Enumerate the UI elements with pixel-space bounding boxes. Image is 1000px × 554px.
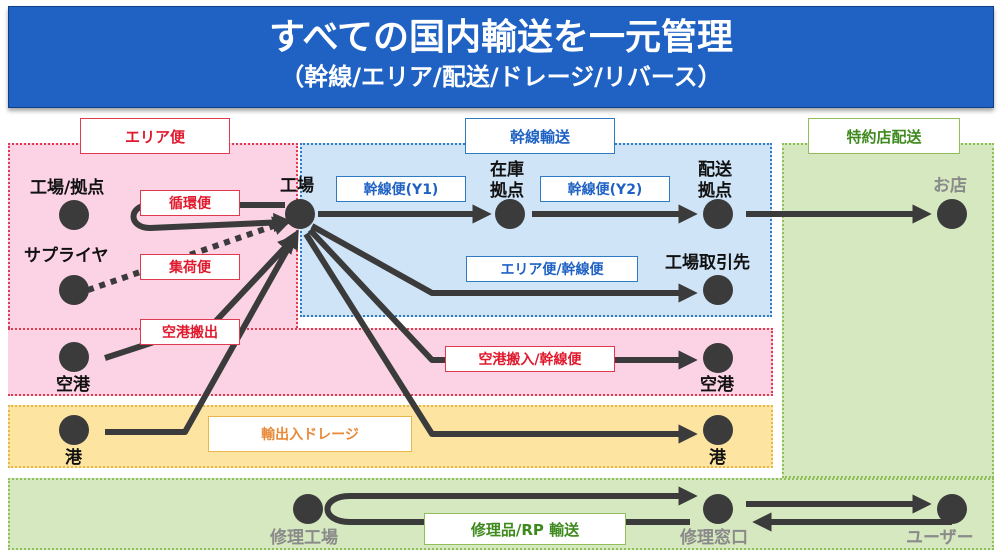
trunk-region-label: 幹線輸送 xyxy=(465,118,615,154)
edge-label-kuko-hannyu: 空港搬入/幹線便 xyxy=(445,346,615,372)
page-title: すべての国内輸送を一元管理 xyxy=(268,17,734,58)
node-repair-window xyxy=(703,494,733,524)
node-repair-factory xyxy=(293,494,323,524)
node-port-right xyxy=(703,415,733,445)
arrow-partner xyxy=(310,223,698,303)
special-region-label: 特約店配送 xyxy=(808,118,960,154)
repair-label: 修理品/RP 輸送 xyxy=(424,513,626,545)
node-port-left xyxy=(59,415,89,445)
label-shop: お店 xyxy=(933,176,967,196)
edge-label-junkan: 循環便 xyxy=(140,190,240,216)
arrow-port-in xyxy=(105,229,299,435)
drayage-label: 輸出入ドレージ xyxy=(208,416,412,452)
label-repair-factory: 修理工場 xyxy=(270,528,338,548)
node-stock xyxy=(495,199,525,229)
node-user xyxy=(937,494,967,524)
edge-label-area-trunk: エリア便/幹線便 xyxy=(466,256,638,282)
area-region-label: エリア便 xyxy=(80,118,230,154)
label-delivery-2: 拠点 xyxy=(698,181,732,201)
label-repair-window: 修理窓口 xyxy=(680,528,748,548)
arrow-repair xyxy=(324,486,698,525)
node-partner xyxy=(703,275,733,305)
node-factory-base xyxy=(59,200,89,230)
label-supplier: サプライヤ xyxy=(24,246,109,266)
edge-label-kuko-hanshutsu: 空港搬出 xyxy=(140,319,240,345)
label-user: ユーザー xyxy=(906,528,974,548)
label-port-left: 港 xyxy=(65,448,82,468)
label-factory-base: 工場/拠点 xyxy=(30,178,105,198)
page-subtitle: （幹線/エリア/配送/ドレージ/リバース） xyxy=(280,63,722,91)
label-stock-1: 在庫 xyxy=(490,160,524,180)
node-shop xyxy=(937,199,967,229)
arrow-port-out xyxy=(303,232,698,444)
node-supplier xyxy=(59,275,89,305)
label-airport-left: 空港 xyxy=(56,375,90,395)
label-partner: 工場取引先 xyxy=(665,253,750,273)
node-factory xyxy=(285,199,315,229)
arrow-shuka xyxy=(87,216,293,293)
label-delivery-1: 配送 xyxy=(698,160,732,180)
node-airport-left xyxy=(59,342,89,372)
header-banner: すべての国内輸送を一元管理 （幹線/エリア/配送/ドレージ/リバース） xyxy=(8,6,994,108)
node-airport-right xyxy=(703,343,733,373)
label-stock-2: 拠点 xyxy=(490,181,524,201)
label-factory: 工場 xyxy=(280,176,314,196)
edge-label-shuka: 集荷便 xyxy=(140,254,240,280)
node-delivery xyxy=(703,199,733,229)
edge-label-trunk-y2: 幹線便(Y2) xyxy=(540,176,670,202)
edge-label-trunk-y1: 幹線便(Y1) xyxy=(336,176,466,202)
label-port-right: 港 xyxy=(709,448,726,468)
label-airport-right: 空港 xyxy=(700,375,734,395)
